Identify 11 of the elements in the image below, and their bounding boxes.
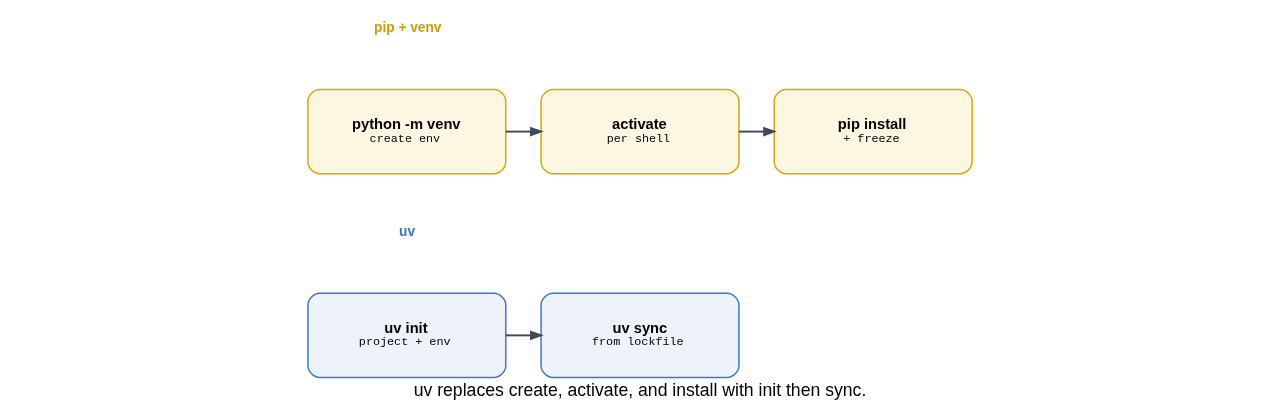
label: pip + venv bbox=[374, 20, 442, 36]
node-box: uv init project + env bbox=[307, 292, 507, 379]
node-box: uv sync from lockfile bbox=[540, 292, 740, 379]
node-box: pip install + freeze bbox=[773, 88, 973, 175]
node-box: activate per shell bbox=[540, 88, 740, 175]
caption: uv replaces create, activate, and install with init then sync. bbox=[413, 379, 867, 400]
arrow bbox=[738, 126, 777, 137]
label: uv bbox=[399, 224, 416, 240]
node-box: python -m venv create env bbox=[307, 88, 507, 175]
arrow bbox=[504, 330, 544, 341]
arrow bbox=[504, 126, 544, 137]
